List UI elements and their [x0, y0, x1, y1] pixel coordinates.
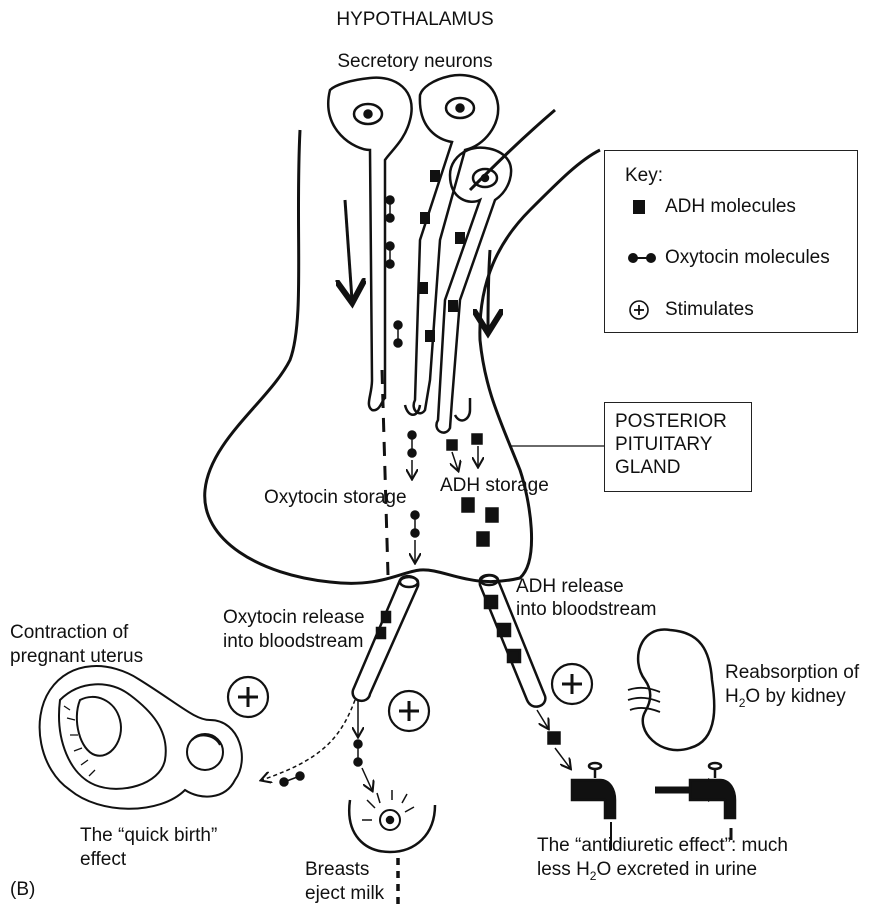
label-uterus-2: pregnant uterus	[10, 645, 143, 668]
label-kidney-2: H2O by kidney	[725, 685, 846, 708]
adh-to-tap	[537, 710, 570, 768]
posterior-pituitary-box: POSTERIOR PITUITARY GLAND	[604, 402, 752, 492]
label-quick-birth-1: The “quick birth”	[80, 824, 217, 847]
oxytocin-to-breasts	[354, 700, 372, 790]
label-quick-birth-2: effect	[80, 848, 126, 871]
label-secretory-neurons: Secretory neurons	[305, 50, 525, 73]
key-row-stimulates: Stimulates	[625, 298, 754, 321]
label-adh-release-1: ADH release	[516, 575, 624, 598]
pp-line-1: POSTERIOR	[615, 410, 751, 433]
oxytocin-to-uterus	[262, 700, 355, 786]
label-kidney-1: Reabsorption of	[725, 661, 859, 684]
flow-arrow-right	[488, 250, 490, 330]
tap-dripping	[690, 763, 735, 840]
dashed-divider	[382, 370, 388, 575]
key-box: Key: ADH molecules Oxytocin molecules St…	[604, 150, 858, 333]
plus-circle-icon	[625, 299, 665, 321]
plus-circle-right	[552, 664, 592, 704]
pp-line-3: GLAND	[615, 456, 751, 479]
label-oxytocin-release-2: into bloodstream	[223, 630, 363, 653]
neuron-right	[436, 148, 511, 433]
label-oxytocin-release-1: Oxytocin release	[223, 606, 365, 629]
pituitary-outline	[205, 130, 600, 583]
label-oxytocin-storage: Oxytocin storage	[264, 486, 407, 509]
label-antidiuretic-1: The “antidiuretic effect”: much	[537, 834, 788, 857]
title-hypothalamus: HYPOTHALAMUS	[315, 8, 515, 31]
key-heading: Key:	[625, 164, 663, 187]
label-antidiuretic-2: less H2O excreted in urine	[537, 858, 757, 881]
oxytocin-dumbbell-icon	[625, 247, 665, 269]
label-breasts-1: Breasts	[305, 858, 369, 881]
pp-line-2: PITUITARY	[615, 433, 751, 456]
key-label-oxytocin: Oxytocin molecules	[665, 246, 830, 269]
flow-arrow-left	[345, 200, 352, 300]
kidney-drawing	[628, 630, 714, 751]
neuron-left	[328, 78, 411, 411]
oxytocin-chain-neuron	[386, 196, 402, 347]
label-adh-storage: ADH storage	[440, 474, 549, 497]
pregnant-uterus-drawing	[40, 666, 242, 809]
plus-circle-left	[228, 677, 268, 717]
key-label-adh: ADH molecules	[665, 195, 796, 218]
key-row-adh: ADH molecules	[625, 195, 796, 218]
oxytocin-storage-chain	[408, 431, 419, 562]
plus-circle-middle	[389, 691, 429, 731]
label-adh-release-2: into bloodstream	[516, 598, 656, 621]
key-row-oxytocin: Oxytocin molecules	[625, 246, 830, 269]
key-label-stimulates: Stimulates	[665, 298, 754, 321]
adh-square-icon	[625, 196, 665, 218]
label-uterus-1: Contraction of	[10, 621, 128, 644]
figure-label: (B)	[10, 878, 35, 901]
label-breasts-2: eject milk	[305, 882, 384, 905]
